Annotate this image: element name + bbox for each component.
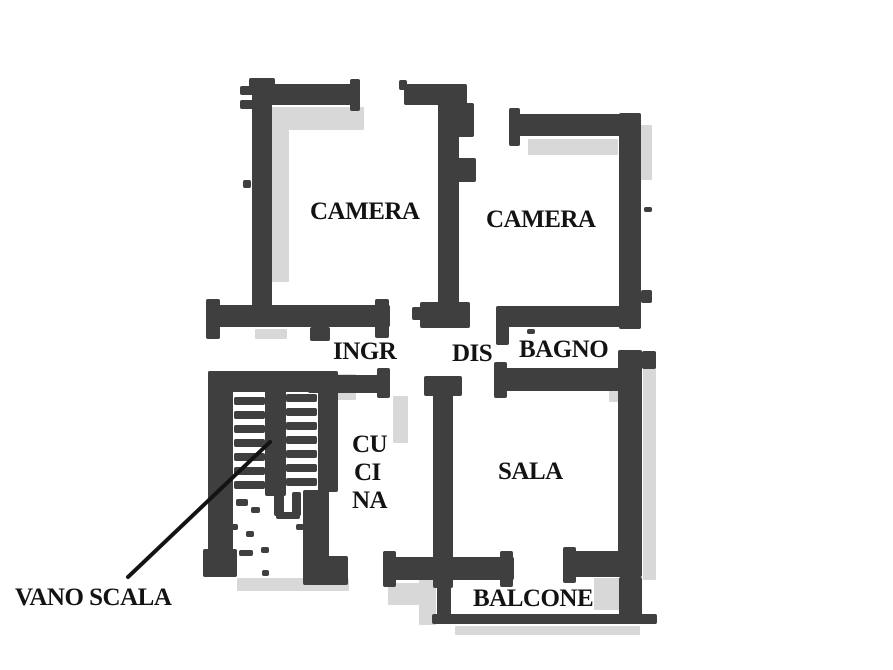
stair-tread xyxy=(234,425,265,433)
wall-segment xyxy=(206,299,220,339)
stair-mark xyxy=(274,486,284,516)
wall-ghost xyxy=(643,355,656,580)
wall-segment xyxy=(438,103,459,307)
stair-mark xyxy=(276,512,300,519)
room-label-sala: SALA xyxy=(498,458,563,485)
wall-segment xyxy=(618,350,642,577)
wall-ghost xyxy=(393,396,408,443)
stair-tread xyxy=(234,453,265,461)
plan-mark xyxy=(243,180,251,188)
wall-segment xyxy=(252,84,357,105)
room-label-camera-right: CAMERA xyxy=(486,206,596,233)
wall-ghost xyxy=(255,329,287,339)
wall-segment xyxy=(399,80,407,90)
wall-segment xyxy=(457,158,476,182)
wall-segment xyxy=(641,290,652,303)
wall-segment xyxy=(515,114,640,136)
stair-mark xyxy=(262,570,269,576)
wall-ghost xyxy=(272,130,289,282)
wall-segment xyxy=(432,614,657,624)
wall-segment xyxy=(208,305,390,327)
wall-segment xyxy=(310,327,330,341)
wall-segment xyxy=(252,84,272,324)
wall-ghost xyxy=(528,139,618,155)
wall-segment xyxy=(203,549,237,577)
room-label-cucina-line3: NA xyxy=(352,487,388,514)
wall-segment xyxy=(249,78,275,87)
wall-segment xyxy=(240,100,254,109)
wall-segment xyxy=(565,551,642,577)
room-label-cucina-line1: CU xyxy=(352,431,388,458)
wall-segment xyxy=(303,556,348,585)
stair-tread xyxy=(286,408,317,416)
wall-segment xyxy=(500,551,513,587)
corridor-label-ingr: INGR xyxy=(333,338,397,365)
stair-tread xyxy=(234,397,265,405)
stair-mark xyxy=(251,507,260,513)
stair-tread xyxy=(234,467,265,475)
plan-mark xyxy=(644,207,652,212)
plan-mark xyxy=(527,329,535,334)
wall-segment xyxy=(350,79,360,111)
stair-tread xyxy=(286,436,317,444)
wall-segment xyxy=(424,376,462,396)
wall-segment xyxy=(420,302,470,328)
corridor-label-dis: DIS xyxy=(452,340,493,367)
stair-tread xyxy=(286,422,317,430)
wall-segment xyxy=(303,490,329,564)
wall-segment xyxy=(497,368,642,391)
annotation-label-vano-scala: VANO SCALA xyxy=(15,584,172,611)
wall-segment xyxy=(318,371,338,492)
stair-mark xyxy=(236,499,248,506)
wall-segment xyxy=(308,375,380,393)
wall-ghost xyxy=(638,125,652,180)
room-label-camera-left: CAMERA xyxy=(310,198,420,225)
wall-segment xyxy=(619,577,642,622)
stair-tread xyxy=(234,411,265,419)
stair-tread xyxy=(286,394,317,402)
wall-segment xyxy=(412,307,421,320)
stair-tread xyxy=(286,478,317,486)
stair-tread xyxy=(265,374,286,496)
stair-mark xyxy=(296,524,304,530)
room-label-cucina-line2: CI xyxy=(354,459,381,486)
stair-tread xyxy=(234,481,265,489)
wall-segment xyxy=(502,306,640,327)
wall-segment xyxy=(450,103,474,137)
stair-mark xyxy=(230,524,238,530)
wall-segment xyxy=(404,84,467,105)
wall-segment xyxy=(509,108,520,146)
room-label-balcone: BALCONE xyxy=(473,585,594,612)
leader-line xyxy=(126,440,272,579)
wall-segment xyxy=(642,351,656,369)
room-label-bagno: BAGNO xyxy=(519,336,609,363)
stair-tread xyxy=(234,439,265,447)
stair-mark xyxy=(239,550,253,556)
wall-ghost xyxy=(455,626,640,635)
wall-segment xyxy=(496,306,509,345)
stair-tread xyxy=(286,464,317,472)
wall-segment xyxy=(377,368,390,398)
wall-segment xyxy=(208,371,233,563)
wall-segment xyxy=(240,86,254,95)
wall-segment xyxy=(619,113,641,329)
stair-tread xyxy=(286,450,317,458)
stair-mark xyxy=(246,531,254,537)
stair-mark xyxy=(292,492,301,516)
wall-segment xyxy=(375,299,389,338)
wall-segment xyxy=(384,557,514,580)
wall-segment xyxy=(433,392,453,588)
wall-ghost xyxy=(266,107,364,130)
wall-segment xyxy=(437,577,451,622)
stair-mark xyxy=(261,547,269,553)
